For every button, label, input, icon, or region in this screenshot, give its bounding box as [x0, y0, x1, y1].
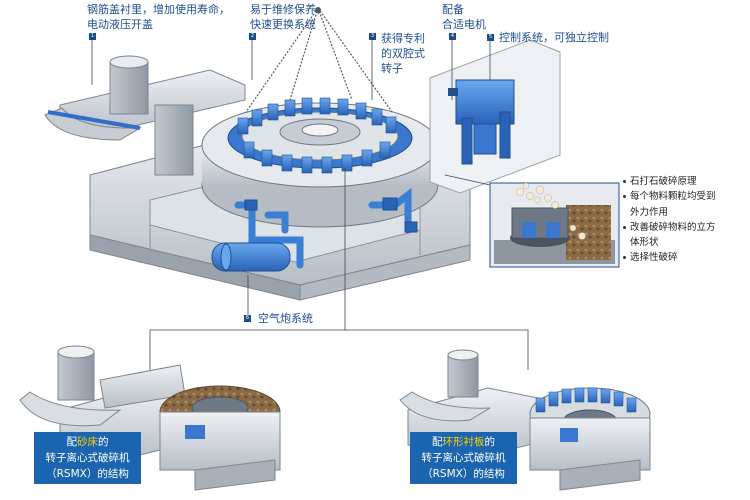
callout-badge-2: 2 — [249, 33, 256, 40]
callout-lines — [91, 39, 529, 370]
hook — [315, 7, 321, 13]
callout-2-line2: 快速更换系统 — [250, 18, 316, 31]
caption-ring-liner-line3: （RSMX）的结构 — [422, 468, 505, 480]
note-3-cont: 体形状 — [630, 237, 659, 249]
callout-1-line2: 电动液压开盖 — [87, 18, 153, 31]
crushing-principle-notes: 石打石破碎原理 每个物料颗粒均受到 外力作用 改善破碎物料的立方 体形状 选择性… — [622, 174, 748, 266]
caption-sand-bed-line3: （RSMX）的结构 — [46, 468, 129, 480]
callout-badge-1: 1 — [89, 33, 96, 40]
caption-sand-bed-line1: 配砂床的 — [66, 436, 109, 448]
callout-badge-4: 4 — [449, 33, 456, 40]
callout-3-line3: 转子 — [381, 62, 403, 75]
note-2-cont: 外力作用 — [630, 206, 669, 218]
callout-2-text: 易于维修保养， 快速更换系统 — [250, 2, 327, 32]
note-4: 选择性破碎 — [622, 250, 748, 265]
air-cannon-tank — [211, 242, 291, 272]
valves — [244, 197, 418, 233]
callout-3-line1: 获得专利 — [381, 32, 425, 45]
callout-1-text: 钢筋盖衬里，增加使用寿命， 电动液压开盖 — [87, 2, 230, 32]
callout-3-line2: 的双腔式 — [381, 47, 425, 60]
note-2: 每个物料颗粒均受到 — [622, 189, 748, 204]
callout-badge-5: 5 — [487, 34, 494, 41]
ring-liner-blocks — [237, 97, 397, 174]
note-3: 改善破碎物料的立方 — [622, 220, 748, 235]
callout-6-text: 空气炮系统 — [258, 312, 313, 325]
caption-ring-liner: 配环形衬板的 转子离心式破碎机 （RSMX）的结构 — [410, 432, 517, 484]
lid-arm — [44, 55, 246, 176]
note-1: 石打石破碎原理 — [622, 174, 748, 189]
caption-ring-liner-line2: 转子离心式破碎机 — [421, 452, 506, 464]
caption-sand-bed: 配砂床的 转子离心式破碎机 （RSMX）的结构 — [34, 432, 141, 484]
caption-sand-bed-highlight: 砂床 — [77, 436, 98, 448]
caption-ring-liner-line1: 配环形衬板的 — [432, 436, 495, 448]
crushing-principle-inset — [489, 182, 620, 268]
lifting-chains — [245, 7, 393, 113]
callout-3-text: 获得专利 的双腔式 转子 — [381, 31, 425, 76]
callout-2-line1: 易于维修保养， — [250, 3, 327, 16]
callout-1-line1: 钢筋盖衬里，增加使用寿命， — [87, 3, 230, 16]
callout-4-line2: 合适电机 — [442, 18, 486, 31]
callout-badge-6: 6 — [244, 315, 251, 322]
callout-4-text: 配备 合适电机 — [442, 2, 486, 32]
callout-5-text: 控制系统，可独立控制 — [499, 31, 609, 44]
callout-badge-3: 3 — [369, 33, 376, 40]
control-cabinet — [429, 39, 561, 194]
callout-4-line1: 配备 — [442, 3, 464, 16]
caption-ring-liner-highlight: 环形衬板 — [442, 436, 485, 448]
caption-sand-bed-line2: 转子离心式破碎机 — [45, 452, 130, 464]
